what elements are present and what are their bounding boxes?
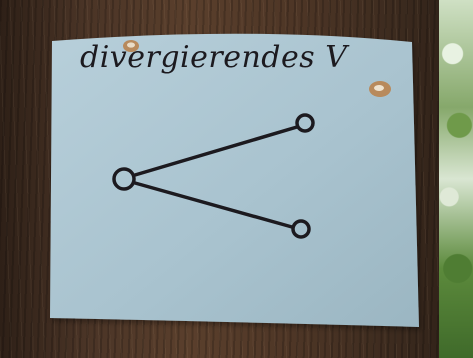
pin-right — [369, 81, 391, 97]
paper-sheet — [50, 34, 419, 327]
sign-title: divergierendes V — [80, 40, 347, 75]
